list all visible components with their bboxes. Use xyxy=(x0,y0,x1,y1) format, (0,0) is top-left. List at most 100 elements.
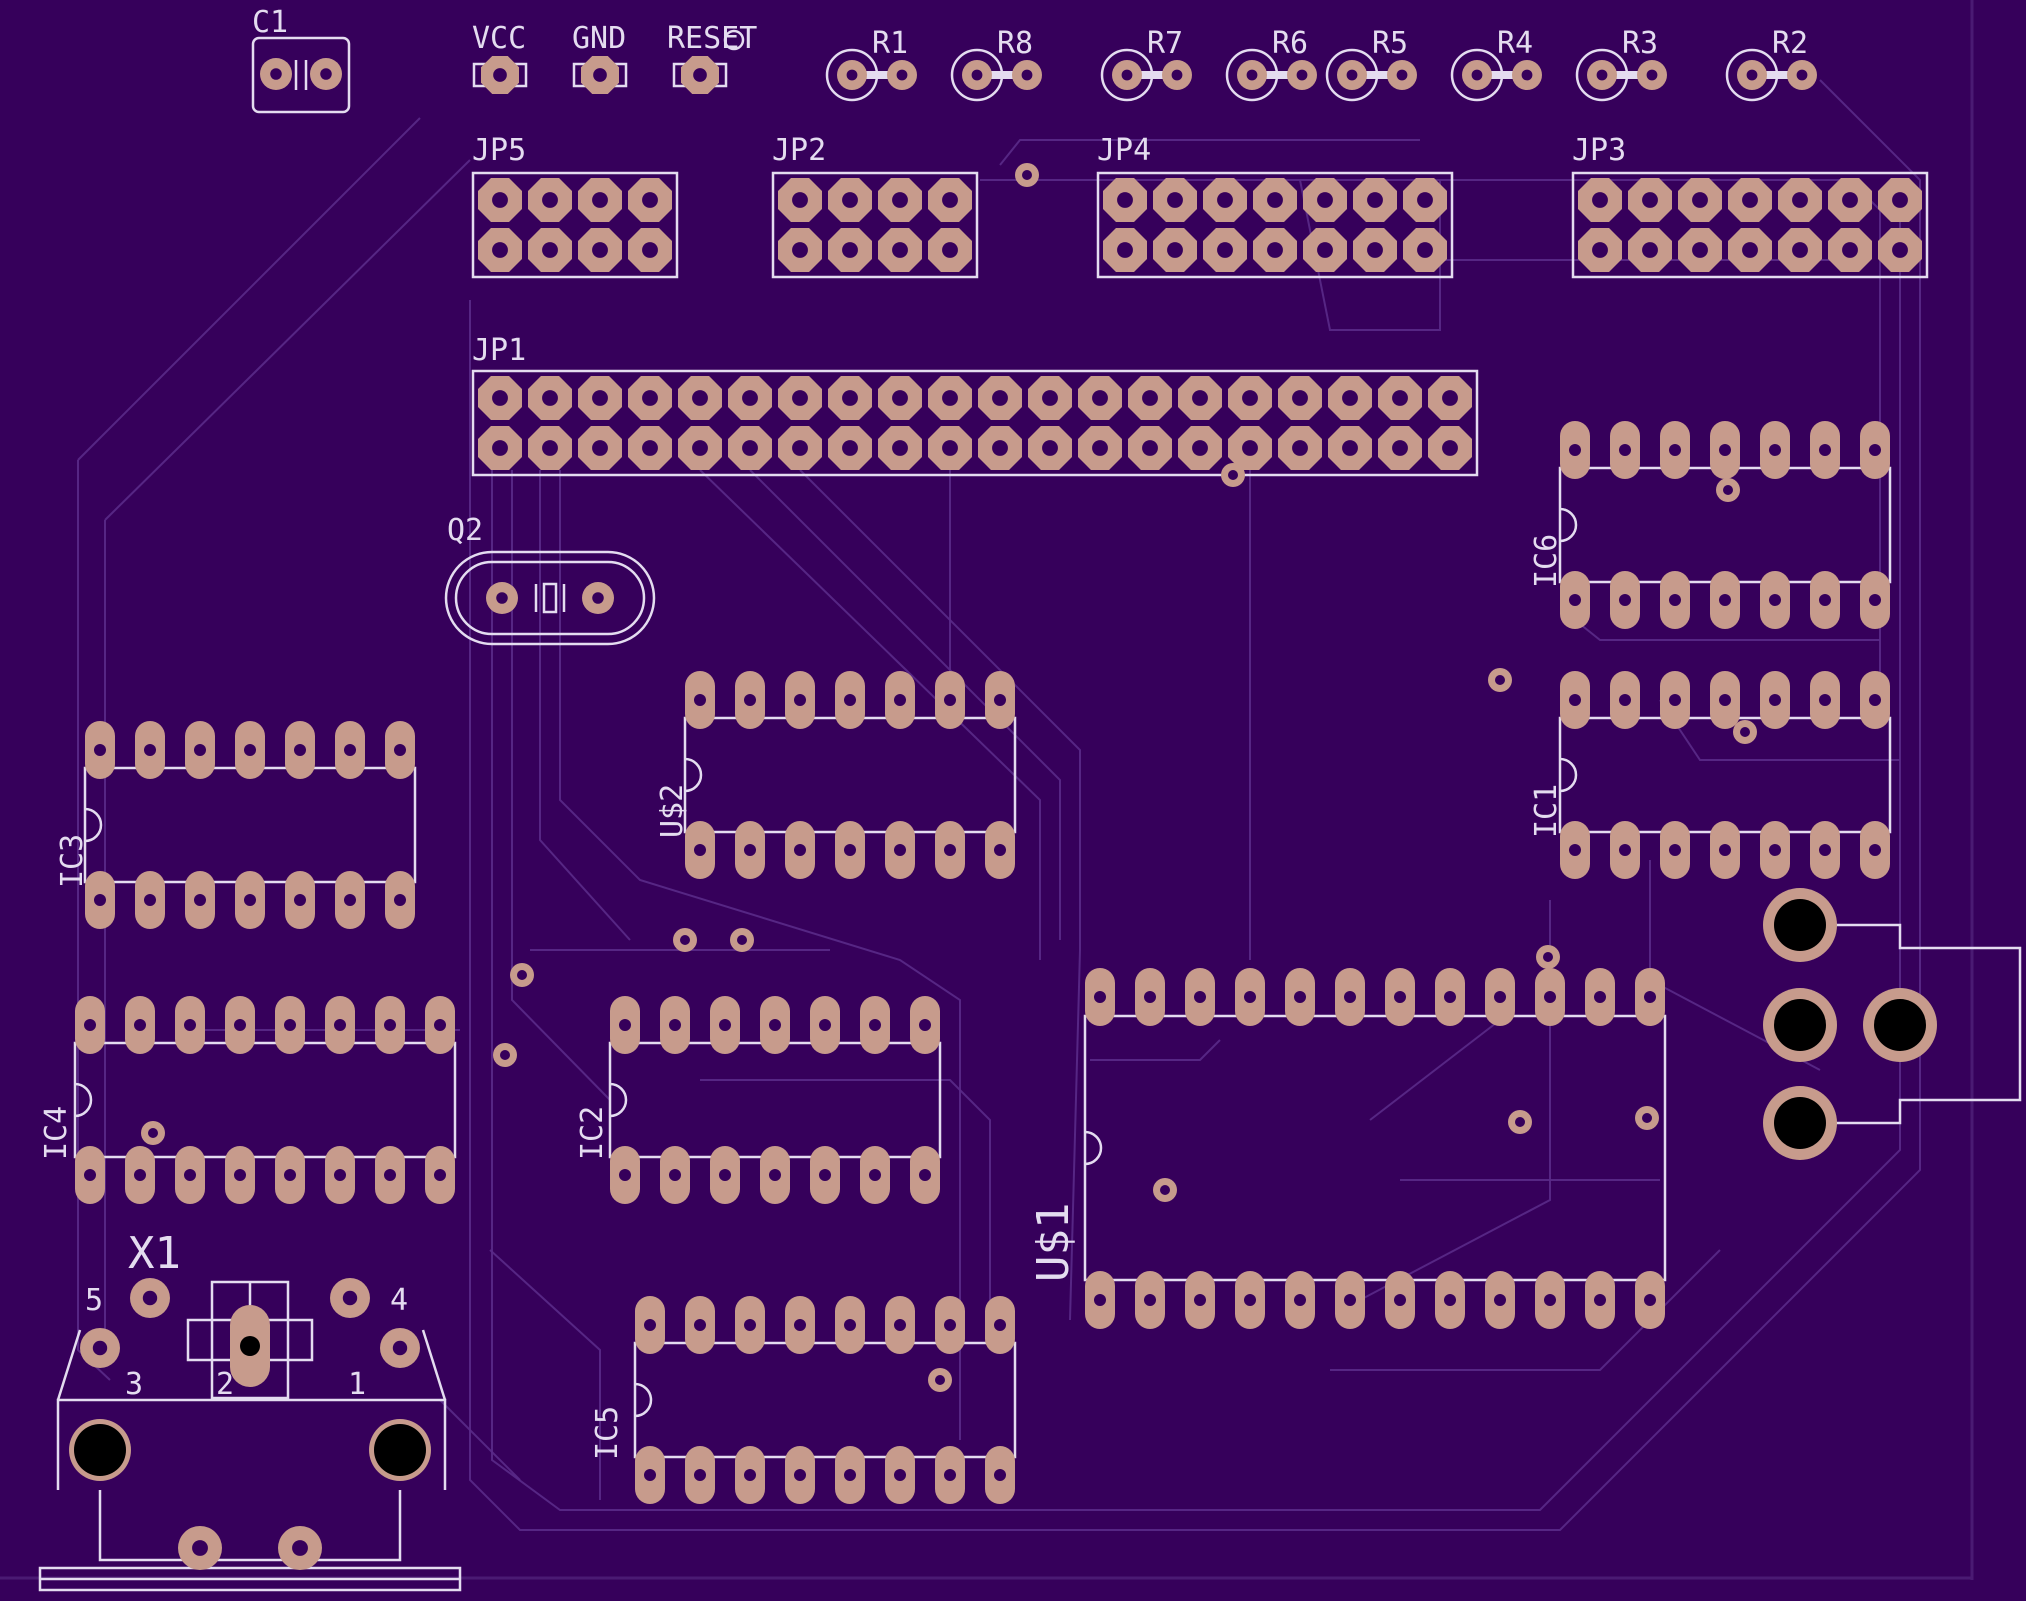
ic4-pin-top-6-hole xyxy=(334,1019,346,1031)
jp4-pin-7-hole xyxy=(1417,192,1433,208)
ic1-pin-bottom-5-hole xyxy=(1769,844,1781,856)
ic3-pin-top-5-hole xyxy=(294,744,306,756)
label-r5: R5 xyxy=(1372,26,1408,61)
ic5-pin-top-3-hole xyxy=(744,1319,756,1331)
jp1-pin-17-hole xyxy=(1292,390,1308,406)
audio-jack-drill-1 xyxy=(1774,999,1826,1051)
trace-23 xyxy=(489,1249,601,1500)
jp1-pin-11-hole xyxy=(992,390,1008,406)
ic6-pin-top-4-hole xyxy=(1719,444,1731,456)
via-11-hole xyxy=(1515,1117,1525,1127)
ic2-pin-bottom-7-hole xyxy=(919,1169,931,1181)
ic3-pin-top-7-hole xyxy=(394,744,406,756)
jp1-pin-38-hole xyxy=(1342,440,1358,456)
pad-vcc-hole xyxy=(493,68,507,82)
res-pad-a-7-hole xyxy=(1746,69,1758,81)
jp1-pin-35-hole xyxy=(1192,440,1208,456)
label-ic1: IC1 xyxy=(1529,784,1564,838)
label-x1: X1 xyxy=(128,1228,181,1279)
jp1-pin-39-hole xyxy=(1392,440,1408,456)
via-6-hole xyxy=(737,935,747,945)
jp1-pin-7-hole xyxy=(792,390,808,406)
jp3-pin-14-hole xyxy=(1892,242,1908,258)
ic1-pin-bottom-6-hole xyxy=(1819,844,1831,856)
label-q2: Q2 xyxy=(447,513,483,548)
ic2-pin-bottom-3-hole xyxy=(719,1169,731,1181)
label-u2: U$2 xyxy=(655,784,690,838)
jp4-pin-1-hole xyxy=(1117,192,1133,208)
q2-pad-1-hole xyxy=(496,592,508,604)
ic2-pin-top-7-hole xyxy=(919,1019,931,1031)
x1-pin-label-4: 4 xyxy=(390,1283,408,1318)
ic5-pin-bottom-5-hole xyxy=(844,1469,856,1481)
pad-gnd-hole xyxy=(593,68,607,82)
ic3-pin-top-1-hole xyxy=(94,744,106,756)
ic6-pin-top-7-hole xyxy=(1869,444,1881,456)
jp5-pin-1-hole xyxy=(492,192,508,208)
u1-pin-bottom-4-hole xyxy=(1244,1294,1256,1306)
jp1-pin-34-hole xyxy=(1142,440,1158,456)
u1-notch xyxy=(1084,1130,1103,1166)
via-10-hole xyxy=(1543,952,1553,962)
ic2-pin-top-3-hole xyxy=(719,1019,731,1031)
res-pad-a-1-hole xyxy=(971,69,983,81)
jp3-pin-10-hole xyxy=(1692,242,1708,258)
jp1-pin-30-hole xyxy=(942,440,958,456)
ic4-pin-bottom-1-hole xyxy=(84,1169,96,1181)
q2-outline-inner xyxy=(454,560,646,636)
ic4-body xyxy=(73,1041,457,1159)
ic6-pin-top-1-hole xyxy=(1569,444,1581,456)
ic1-pin-top-5-hole xyxy=(1769,694,1781,706)
jp4-pin-5-hole xyxy=(1317,192,1333,208)
ic5-pin-bottom-4-hole xyxy=(794,1469,806,1481)
label-c1: C1 xyxy=(252,5,288,40)
u1-pin-top-10-hole xyxy=(1544,991,1556,1003)
jp4-pin-9-hole xyxy=(1167,242,1183,258)
ic2-pin-bottom-5-hole xyxy=(819,1169,831,1181)
ic2-pin-top-6-hole xyxy=(869,1019,881,1031)
ic1-pin-bottom-3-hole xyxy=(1669,844,1681,856)
ic4-pin-bottom-8-hole xyxy=(434,1169,446,1181)
ic6-pin-top-6-hole xyxy=(1819,444,1831,456)
ic5-pin-bottom-8-hole xyxy=(994,1469,1006,1481)
audio-jack-drill-2 xyxy=(1774,1097,1826,1149)
ic1-pin-bottom-1-hole xyxy=(1569,844,1581,856)
ic3-pin-top-2-hole xyxy=(144,744,156,756)
x1-pad-2-hole xyxy=(240,1336,260,1356)
ic5-body xyxy=(633,1341,1017,1459)
jp1-pin-14-hole xyxy=(1142,390,1158,406)
ic3-pin-top-3-hole xyxy=(194,744,206,756)
u1-pin-top-9-hole xyxy=(1494,991,1506,1003)
via-7-hole xyxy=(517,970,527,980)
jp1-pin-23-hole xyxy=(592,440,608,456)
u1-pin-bottom-10-hole xyxy=(1544,1294,1556,1306)
trace-8 xyxy=(559,470,961,1440)
jp1-pin-26-hole xyxy=(742,440,758,456)
jp1-pin-1-hole xyxy=(492,390,508,406)
ic4-pin-top-5-hole xyxy=(284,1019,296,1031)
jp4-pin-12-hole xyxy=(1317,242,1333,258)
jp1-pin-12-hole xyxy=(1042,390,1058,406)
ic4-pin-top-4-hole xyxy=(234,1019,246,1031)
ic5-pin-top-4-hole xyxy=(794,1319,806,1331)
label-jp3: JP3 xyxy=(1572,133,1626,168)
copper-pads xyxy=(69,56,1937,1570)
u1-pin-bottom-7-hole xyxy=(1394,1294,1406,1306)
jp3-pin-13-hole xyxy=(1842,242,1858,258)
via-9-hole xyxy=(148,1128,158,1138)
jp2-pin-4-hole xyxy=(942,192,958,208)
ic2-pin-top-4-hole xyxy=(769,1019,781,1031)
jp3-pin-5-hole xyxy=(1792,192,1808,208)
ic1-pin-bottom-7-hole xyxy=(1869,844,1881,856)
audio-jack-outline xyxy=(1800,923,2022,1125)
ic6-pin-bottom-6-hole xyxy=(1819,594,1831,606)
via-3-hole xyxy=(1723,485,1733,495)
via-2-hole xyxy=(1495,675,1505,685)
jp3-pin-7-hole xyxy=(1892,192,1908,208)
jp1-pin-24-hole xyxy=(642,440,658,456)
jp1-pin-4-hole xyxy=(642,390,658,406)
trace-24 xyxy=(439,1399,521,1481)
res-pad-a-3-hole xyxy=(1246,69,1258,81)
ic4-pin-bottom-6-hole xyxy=(334,1169,346,1181)
ic2-pin-top-5-hole xyxy=(819,1019,831,1031)
